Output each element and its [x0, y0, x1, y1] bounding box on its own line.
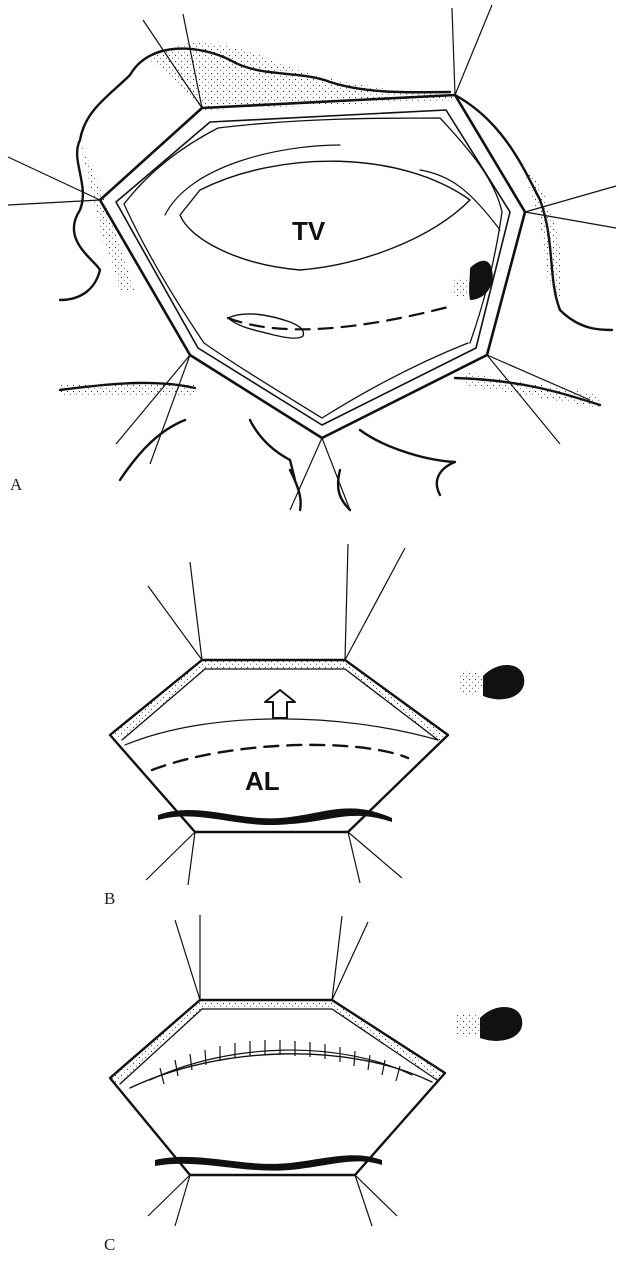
anterior-leaflet-label: AL — [245, 766, 280, 796]
panel-a-coronary-sinus — [228, 261, 493, 338]
panel-c-stay-sutures — [148, 915, 397, 1226]
panel-b-illustration: AL B — [104, 544, 524, 908]
panel-a-outer-tissue — [60, 43, 612, 510]
panel-c-illustration: C — [104, 915, 522, 1254]
panel-b-letter: B — [104, 889, 115, 908]
panel-c-repaired-leaflet — [110, 1000, 445, 1175]
panel-c-letter: C — [104, 1235, 115, 1254]
panel-b-coronary-sinus — [458, 665, 524, 699]
panel-b-stay-sutures — [146, 544, 405, 885]
tricuspid-valve-label: TV — [292, 216, 326, 246]
panel-c-coronary-sinus — [455, 1007, 522, 1041]
panel-b-anterior-leaflet: AL — [110, 660, 448, 832]
panel-a-letter: A — [10, 475, 23, 494]
panel-a-illustration: TV A — [8, 5, 616, 510]
panel-a-tricuspid-valve: TV — [165, 145, 500, 270]
